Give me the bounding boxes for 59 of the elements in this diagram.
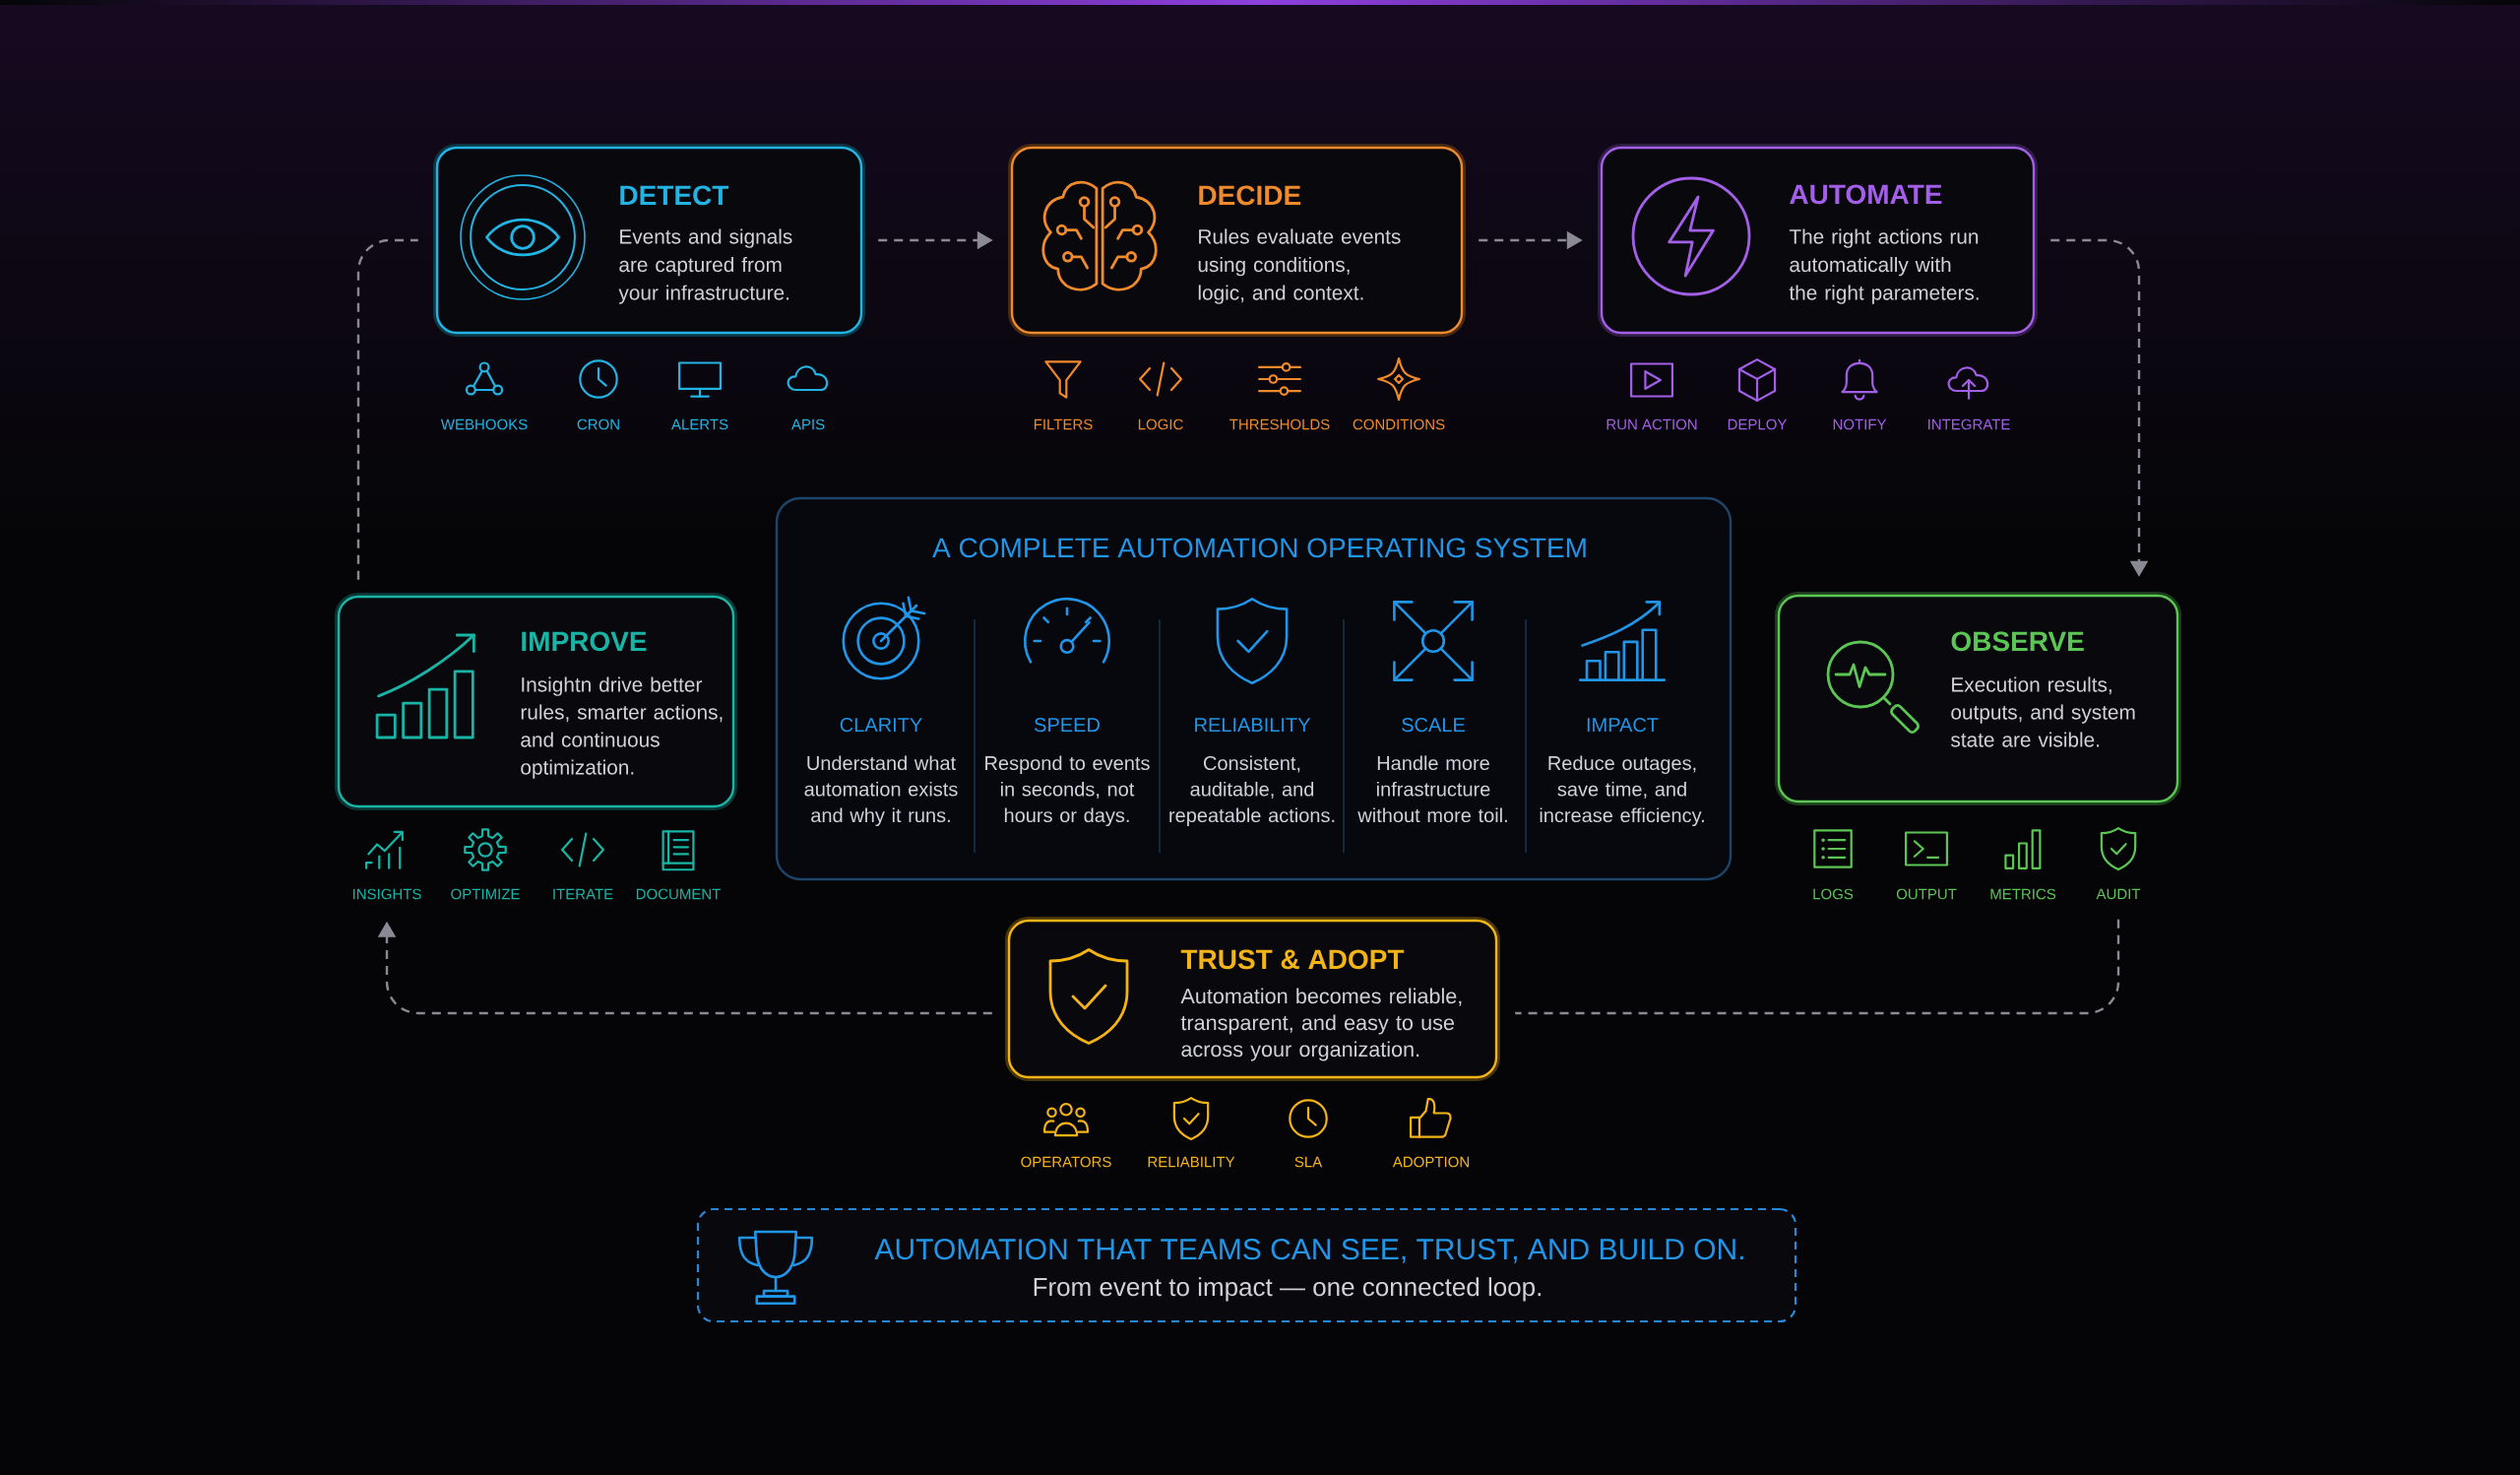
step-description: Rules evaluate events using conditions, logic, and context. (1198, 228, 1401, 304)
icon-caption: CONDITIONS (1353, 418, 1445, 430)
step-description: Events and signals are captured from your infrastructure. (618, 228, 792, 304)
step-title: TRUST & ADOPT (1180, 949, 1405, 970)
feature-description: Understand what automation exists and why it runs. (804, 755, 958, 827)
icon-caption: CRON (577, 418, 619, 430)
icon-caption: OUTPUT (1896, 888, 1957, 900)
step-card (1775, 592, 2181, 805)
feature-title: CLARITY (840, 718, 922, 733)
step-title: DETECT (620, 185, 729, 206)
icon-caption: THRESHOLDS (1229, 418, 1330, 430)
icon-caption: WEBHOOKS (440, 418, 528, 430)
step-title: AUTOMATE (1790, 184, 1942, 205)
step-card (433, 144, 865, 337)
feature-title: IMPACT (1587, 718, 1659, 733)
step-title: IMPROVE (522, 631, 647, 652)
icon-caption: LOGIC (1138, 418, 1183, 430)
step-description: The right actions run automatically with the right parameters. (1789, 228, 1979, 304)
panel-heading: A COMPLETE AUTOMATION OPERATING SYSTEM (932, 538, 1586, 558)
icon-caption: AUDIT (2096, 888, 2141, 900)
step-card (1598, 144, 2038, 337)
feature-title: SPEED (1035, 718, 1100, 733)
icon-caption: ALERTS (671, 418, 728, 430)
icon-caption: DOCUMENT (636, 888, 721, 900)
feature-description: Reduce outages, save time, and increase efficiency. (1540, 755, 1704, 827)
icon-caption: METRICS (1990, 888, 2056, 900)
banner-subtitle: From event to impact — one connected loop. (1034, 1277, 1541, 1302)
icon-caption: OPERATORS (1021, 1156, 1111, 1168)
icon-caption: APIS (790, 418, 825, 430)
step-card (335, 593, 737, 810)
icon-caption: OPTIMIZE (451, 888, 520, 900)
icon-caption: LOGS (1813, 888, 1854, 900)
icon-caption: RELIABILITY (1148, 1156, 1235, 1168)
connector-line (1515, 919, 2120, 1015)
banner (696, 1207, 1797, 1323)
icon-caption: INTEGRATE (1928, 418, 2010, 430)
feature-panel (775, 496, 1732, 881)
icon-caption: SLA (1294, 1156, 1323, 1168)
step-title: OBSERVE (1951, 631, 2084, 652)
step-card (1008, 144, 1466, 337)
icon-caption: INSIGHTS (352, 888, 421, 900)
icon-caption: RUN ACTION (1606, 418, 1697, 430)
icon-caption: DEPLOY (1728, 418, 1788, 430)
feature-description: Respond to events in seconds, not hours or days. (985, 755, 1150, 827)
icon-caption: FILTERS (1034, 418, 1093, 430)
feature-description: Consistent, auditable, and repeatable actions. (1169, 755, 1335, 827)
icon-caption: ADOPTION (1392, 1156, 1469, 1168)
banner-heading: AUTOMATION THAT TEAMS CAN SEE, TRUST, AND BUILD ON. (874, 1239, 1743, 1263)
connector-line (356, 238, 418, 580)
step-description: Automation becomes reliable, transparent, and easy to use across your organization. (1180, 988, 1462, 1061)
icon-caption: NOTIFY (1833, 418, 1887, 430)
feature-title: SCALE (1402, 718, 1465, 733)
step-card (1005, 917, 1500, 1081)
step-title: DECIDE (1199, 185, 1301, 206)
step-description: Insightn drive better rules, smarter actions, and continuous optimization. (521, 676, 723, 779)
step-description: Execution results, outputs, and system state are visible. (1951, 676, 2135, 747)
feature-title: RELIABILITY (1195, 718, 1311, 732)
icon-caption: ITERATE (553, 888, 613, 900)
feature-description: Handle more infrastructure without more toil. (1357, 755, 1507, 823)
